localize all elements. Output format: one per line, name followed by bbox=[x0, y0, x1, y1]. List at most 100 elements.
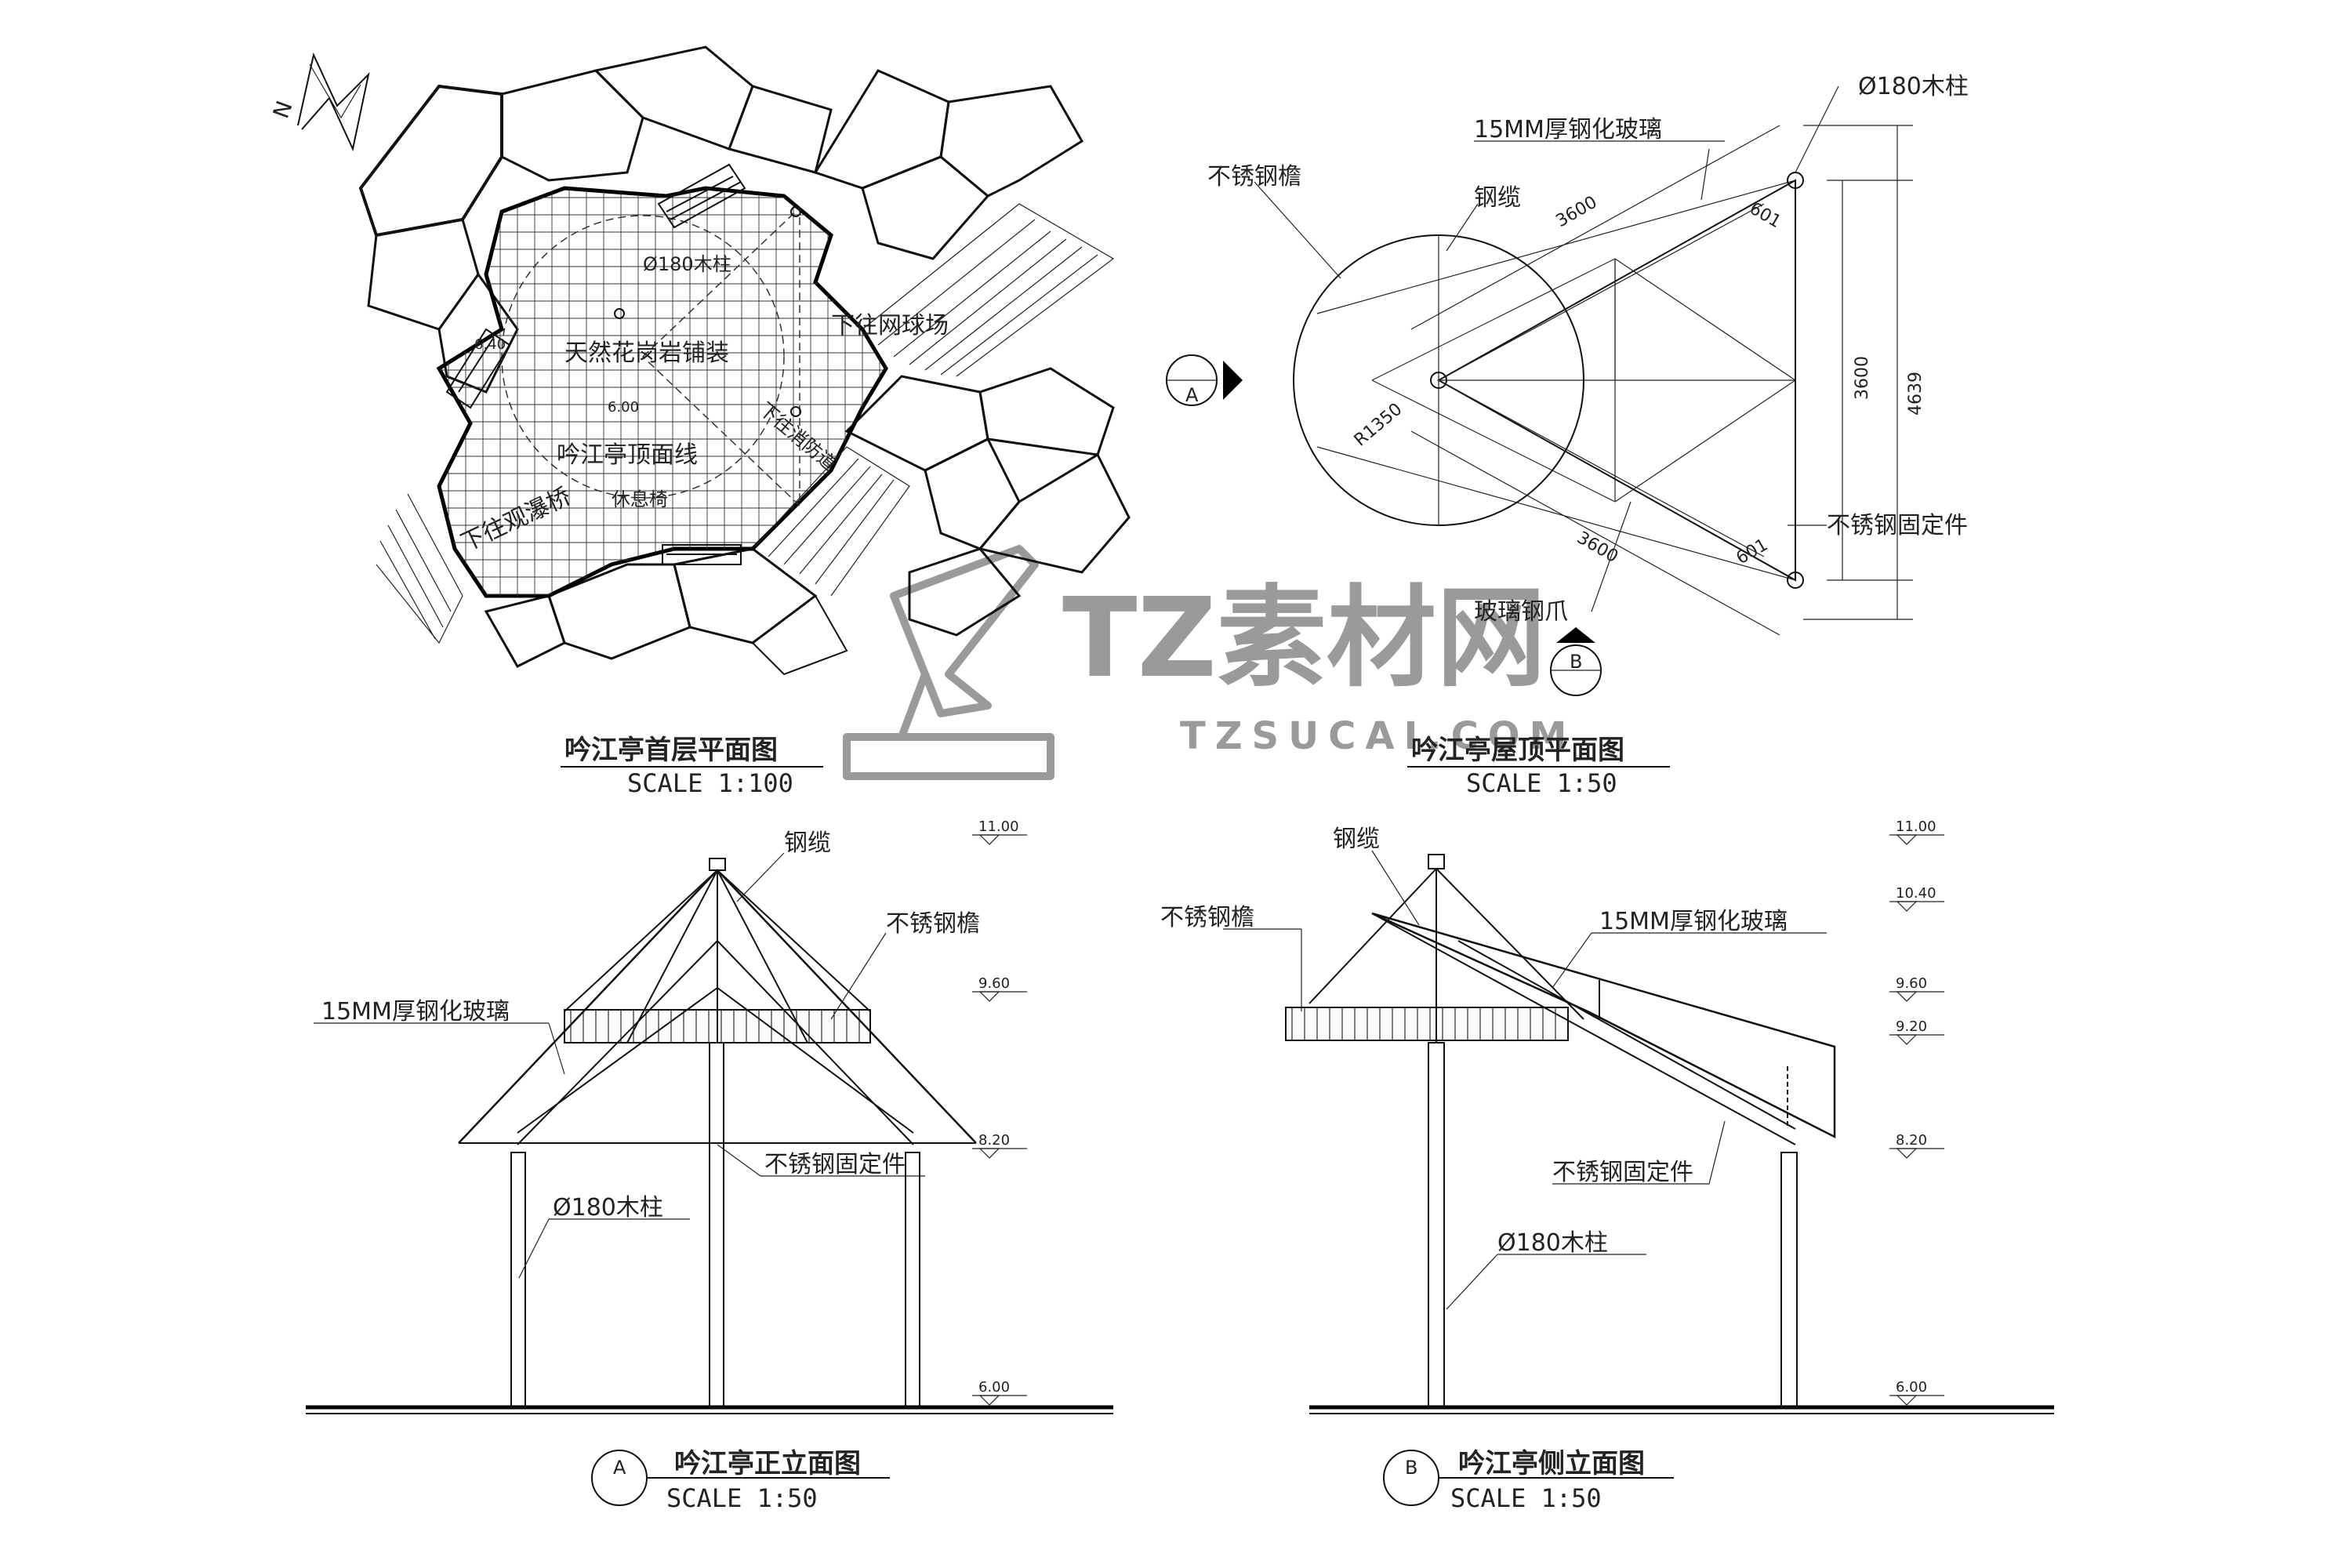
roof-dim-radius: R1350 bbox=[1351, 400, 1406, 451]
section-marker-b: B bbox=[1550, 627, 1602, 696]
roof-dim-3600-vertical: 3600 bbox=[1853, 356, 1872, 400]
level-value: 10.40 bbox=[1896, 885, 1936, 902]
plan-column-3 bbox=[790, 406, 801, 417]
plan-level-600: 6.00 bbox=[608, 399, 639, 416]
level-value: 8.20 bbox=[978, 1132, 1010, 1149]
stair-to-bridge bbox=[376, 493, 463, 644]
side-marker-letter: B bbox=[1405, 1457, 1417, 1479]
side-elevation: 钢缆 不锈钢檐 15MM厚钢化玻璃 不锈钢固定件 Ø180木柱 11.00 10.… bbox=[1160, 818, 2054, 1513]
roof-dim-3600-upper: 3600 bbox=[1553, 193, 1601, 232]
bench-bottom bbox=[662, 544, 742, 565]
north-arrow-letter: N bbox=[268, 97, 298, 122]
watermark-url: TZSUCAI.COM bbox=[1180, 714, 1576, 758]
level-marker: 8.20 bbox=[1889, 1132, 1944, 1159]
front-label-column: Ø180木柱 bbox=[553, 1194, 663, 1221]
front-scale: SCALE 1:50 bbox=[666, 1483, 818, 1513]
ground-floor-plan: N bbox=[268, 45, 1131, 798]
section-marker-a-letter: A bbox=[1185, 384, 1199, 406]
front-label-fixing: 不锈钢固定件 bbox=[764, 1151, 906, 1178]
side-label-cable: 钢缆 bbox=[1333, 826, 1380, 853]
roof-label-fixing: 不锈钢固定件 bbox=[1827, 512, 1968, 539]
level-marker: 11.00 bbox=[1889, 818, 1944, 845]
watermark-logo-shape bbox=[843, 545, 1054, 780]
roof-plan-title: 吟江亭屋顶平面图 bbox=[1411, 735, 1624, 766]
level-marker: 9.20 bbox=[1889, 1018, 1944, 1045]
front-title-block: A 吟江亭正立面图 SCALE 1:50 bbox=[591, 1448, 890, 1513]
level-marker: 6.00 bbox=[1889, 1379, 1944, 1406]
section-marker-a: A bbox=[1166, 354, 1243, 406]
front-label-gutter: 不锈钢檐 bbox=[886, 910, 980, 938]
level-value: 11.00 bbox=[978, 818, 1019, 835]
roof-leaders bbox=[1254, 85, 1839, 612]
level-marker: 11.00 bbox=[972, 818, 1027, 845]
front-column-left bbox=[510, 1152, 526, 1408]
level-marker: 10.40 bbox=[1889, 885, 1944, 912]
front-column-right bbox=[905, 1152, 920, 1408]
front-roof bbox=[458, 869, 977, 1145]
roof-column-2 bbox=[1787, 572, 1804, 589]
level-value: 11.00 bbox=[1896, 818, 1936, 835]
plan-level-640: 6.40 bbox=[474, 336, 506, 353]
roof-label-gutter: 不锈钢檐 bbox=[1207, 163, 1301, 191]
roof-label-glass: 15MM厚钢化玻璃 bbox=[1474, 116, 1662, 143]
level-marker: 6.00 bbox=[972, 1379, 1027, 1406]
stair-to-court bbox=[862, 203, 1115, 377]
plan-label-to-court: 下往网球场 bbox=[831, 312, 949, 339]
side-title: 吟江亭侧立面图 bbox=[1458, 1448, 1645, 1479]
side-column-center bbox=[1428, 1042, 1445, 1408]
level-marker: 9.60 bbox=[972, 975, 1027, 1002]
roof-dim-601-upper: 601 bbox=[1746, 199, 1784, 233]
front-column-center bbox=[709, 1042, 724, 1408]
level-value: 9.20 bbox=[1896, 1018, 1927, 1035]
level-marker: 8.20 bbox=[972, 1132, 1027, 1159]
watermark: TZ素材网 TZSUCAI.COM bbox=[843, 545, 1576, 780]
level-value: 6.00 bbox=[1896, 1379, 1927, 1396]
roof-outline-triangle bbox=[641, 206, 800, 507]
roof-label-cable: 钢缆 bbox=[1474, 184, 1521, 212]
roof-label-glass-claw: 玻璃钢爪 bbox=[1474, 598, 1568, 626]
plan-column-2 bbox=[790, 206, 801, 217]
roof-plan-scale: SCALE 1:50 bbox=[1466, 768, 1617, 798]
plan-scale: SCALE 1:100 bbox=[627, 768, 793, 798]
front-label-cable: 钢缆 bbox=[784, 829, 831, 857]
side-title-block: B 吟江亭侧立面图 SCALE 1:50 bbox=[1383, 1448, 1674, 1513]
bench-top bbox=[657, 163, 746, 229]
roof-structure-lines bbox=[1316, 180, 1796, 581]
front-elevation: 钢缆 不锈钢檐 15MM厚钢化玻璃 不锈钢固定件 Ø180木柱 11.00 9.6… bbox=[306, 818, 1113, 1513]
side-scale: SCALE 1:50 bbox=[1450, 1483, 1602, 1513]
front-marker-letter: A bbox=[613, 1457, 626, 1479]
roof-label-column: Ø180木柱 bbox=[1858, 73, 1969, 100]
plan-label-bench: 休息椅 bbox=[612, 488, 668, 510]
plan-label-column: Ø180木柱 bbox=[643, 253, 731, 275]
front-leaders bbox=[314, 852, 925, 1279]
front-levels: 11.00 9.60 8.20 6.00 bbox=[972, 818, 1027, 1406]
level-value: 6.00 bbox=[978, 1379, 1010, 1396]
side-label-glass: 15MM厚钢化玻璃 bbox=[1599, 908, 1788, 935]
side-levels: 11.00 10.40 9.60 9.20 8.20 6.00 bbox=[1889, 818, 1944, 1406]
plan-label-roof-line: 吟江亭顶面线 bbox=[557, 441, 698, 469]
front-gutter-ring bbox=[564, 1009, 871, 1044]
level-value: 9.60 bbox=[978, 975, 1010, 992]
roof-dimension-lines bbox=[1410, 125, 1913, 636]
level-value: 8.20 bbox=[1896, 1132, 1927, 1149]
level-marker: 9.60 bbox=[1889, 975, 1944, 1002]
side-roof bbox=[1308, 854, 1836, 1145]
plan-label-to-bridge: 下往观瀑桥 bbox=[457, 483, 575, 557]
side-label-column: Ø180木柱 bbox=[1497, 1229, 1608, 1257]
side-gutter-ring bbox=[1285, 1007, 1569, 1041]
front-title: 吟江亭正立面图 bbox=[674, 1448, 861, 1479]
section-marker-b-letter: B bbox=[1570, 651, 1582, 673]
side-column-right bbox=[1780, 1152, 1798, 1408]
level-value: 9.60 bbox=[1896, 975, 1927, 992]
plan-column-1 bbox=[614, 308, 625, 319]
roof-dim-4639: 4639 bbox=[1906, 372, 1926, 416]
north-arrow-icon: N bbox=[268, 52, 370, 152]
side-label-gutter: 不锈钢檐 bbox=[1160, 904, 1254, 931]
side-label-fixing: 不锈钢固定件 bbox=[1552, 1159, 1693, 1186]
bench-left bbox=[445, 328, 511, 409]
watermark-brand: TZ素材网 bbox=[1062, 575, 1546, 702]
front-label-glass: 15MM厚钢化玻璃 bbox=[321, 998, 510, 1025]
side-leaders bbox=[1223, 850, 1827, 1310]
plan-title: 吟江亭首层平面图 bbox=[564, 735, 778, 766]
